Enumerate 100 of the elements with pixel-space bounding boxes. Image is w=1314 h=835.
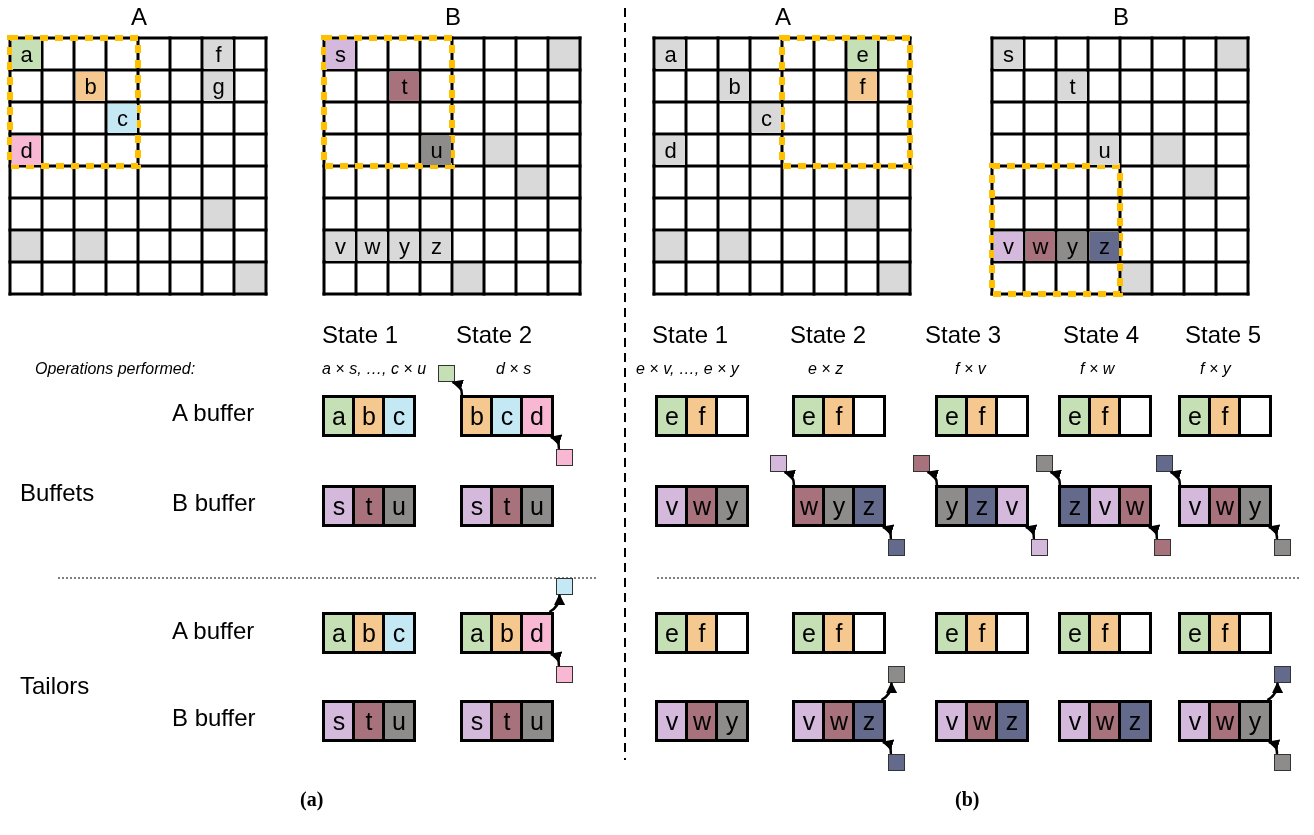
operation-text: f × v xyxy=(955,360,986,378)
scheme-label: Buffets xyxy=(20,480,95,507)
matrix-title: A xyxy=(774,4,792,31)
buffer-slot xyxy=(852,395,886,437)
buffer-slot: u xyxy=(520,485,554,527)
arrow xyxy=(451,380,465,396)
buffer-slot xyxy=(1118,395,1152,437)
block-square xyxy=(888,539,905,556)
matrix-cell: a xyxy=(656,40,685,69)
state-heading: State 1 xyxy=(652,322,729,349)
matrix-cell: f xyxy=(848,72,877,101)
buffer-slot xyxy=(715,612,749,654)
arrow xyxy=(881,740,895,755)
arrow xyxy=(549,652,563,667)
block-square xyxy=(1031,539,1048,556)
matrix-cell: s xyxy=(994,40,1023,69)
matrix-cell: f xyxy=(204,40,233,69)
matrix-cell: b xyxy=(720,72,749,101)
matrix-cell: b xyxy=(76,72,105,101)
buffer-slot: d xyxy=(520,612,554,654)
buffer-label: B buffer xyxy=(172,705,256,732)
matrix-title: A xyxy=(130,4,148,31)
block-square xyxy=(438,365,455,382)
matrix-title: B xyxy=(444,4,462,31)
arrow xyxy=(926,470,940,486)
matrix-cell: z xyxy=(422,232,451,261)
buffer-slot: d xyxy=(520,395,554,437)
row-caption: Operations performed: xyxy=(35,360,196,378)
operation-text: e × z xyxy=(808,360,844,378)
block-square xyxy=(556,666,573,683)
matrix-cell: w xyxy=(358,232,387,261)
scheme-label: Tailors xyxy=(20,673,90,700)
block-square xyxy=(1036,455,1053,472)
operation-text: f × y xyxy=(1200,360,1231,378)
operation-text: f × w xyxy=(1080,360,1115,378)
matrix-cell: e xyxy=(848,40,877,69)
matrix-cell: u xyxy=(422,136,451,165)
buffer-slot: y xyxy=(715,700,749,742)
matrix-cell: z xyxy=(1090,232,1119,261)
buffer-slot: u xyxy=(520,700,554,742)
block-square xyxy=(888,754,905,771)
matrix-cell: v xyxy=(326,232,355,261)
block-square xyxy=(1156,455,1173,472)
buffer-slot: y xyxy=(1238,700,1272,742)
matrix-cell: y xyxy=(1058,232,1087,261)
buffer-slot: u xyxy=(382,700,416,742)
arrow xyxy=(548,593,565,614)
block-square xyxy=(913,455,930,472)
buffer-label: B buffer xyxy=(172,490,256,517)
buffer-slot: z xyxy=(852,700,886,742)
arrow xyxy=(1024,525,1038,540)
buffer-slot: w xyxy=(1118,485,1152,527)
block-square xyxy=(556,578,573,595)
block-square xyxy=(770,455,787,472)
buffer-slot: y xyxy=(1238,485,1272,527)
matrix-cell: d xyxy=(656,136,685,165)
matrix-cell: c xyxy=(108,104,137,133)
block-square xyxy=(888,666,905,683)
buffer-slot: y xyxy=(715,485,749,527)
matrix-cell: g xyxy=(204,72,233,101)
arrow xyxy=(1267,525,1281,540)
arrow xyxy=(1147,525,1161,540)
buffer-slot: z xyxy=(1118,700,1152,742)
arrow xyxy=(880,681,897,702)
buffer-slot xyxy=(1238,395,1272,437)
block-square xyxy=(1154,539,1171,556)
matrix-cell: v xyxy=(994,232,1023,261)
state-heading: State 4 xyxy=(1063,322,1140,349)
block-square xyxy=(1274,666,1291,683)
panel-label: (a) xyxy=(300,788,324,810)
state-heading: State 5 xyxy=(1185,322,1262,349)
arrow xyxy=(549,435,563,450)
state-heading: State 2 xyxy=(456,322,533,349)
matrix-cell: d xyxy=(12,136,41,165)
panel-label: (b) xyxy=(955,788,980,810)
matrix-title: B xyxy=(1112,4,1130,31)
operation-text: d × s xyxy=(496,360,532,378)
buffer-slot: c xyxy=(382,612,416,654)
buffer-slot: c xyxy=(382,395,416,437)
matrix-cell: w xyxy=(1026,232,1055,261)
buffer-label: A buffer xyxy=(172,618,255,645)
buffer-slot xyxy=(995,612,1029,654)
state-heading: State 1 xyxy=(322,322,399,349)
block-square xyxy=(556,449,573,466)
arrow xyxy=(1169,470,1183,486)
buffer-slot xyxy=(1118,612,1152,654)
matrix-cell: t xyxy=(1058,72,1087,101)
buffer-slot xyxy=(715,395,749,437)
buffer-slot: z xyxy=(852,485,886,527)
buffer-slot: u xyxy=(382,485,416,527)
buffer-slot: v xyxy=(995,485,1029,527)
matrix-cell: t xyxy=(390,72,419,101)
matrix-cell: c xyxy=(752,104,781,133)
arrow xyxy=(1049,470,1063,486)
buffer-slot xyxy=(852,612,886,654)
matrix-cell: s xyxy=(326,40,355,69)
arrow xyxy=(1266,681,1283,702)
state-heading: State 3 xyxy=(925,322,1002,349)
matrix-cell: y xyxy=(390,232,419,261)
arrow xyxy=(1267,740,1281,755)
